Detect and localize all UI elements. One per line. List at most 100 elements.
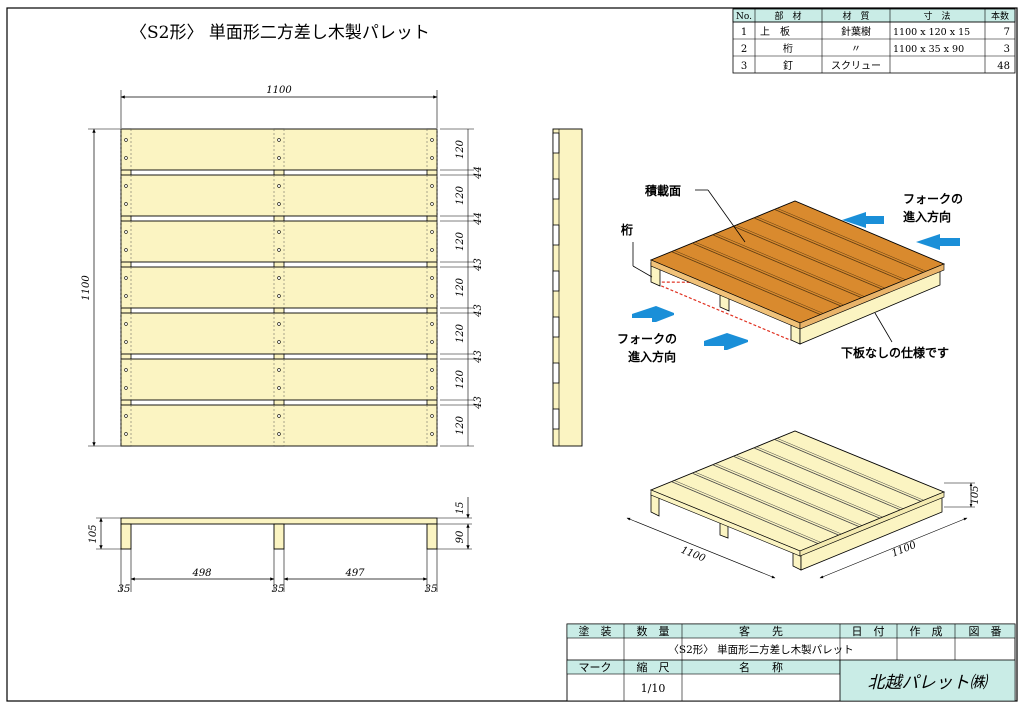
nail-mark: [124, 138, 128, 142]
nail-mark: [124, 368, 128, 372]
iso-board-edge: [674, 480, 824, 544]
plan-right-dim-label: 120: [455, 323, 466, 343]
nail-mark: [124, 294, 128, 298]
iso-board-edge: [756, 446, 906, 511]
plan-right-dim-label: 43: [473, 304, 484, 318]
front-top-board: [120, 517, 438, 525]
nail-mark: [277, 386, 281, 390]
plan-height-dim: 1100: [81, 275, 92, 301]
parts-header-size: 寸 法: [923, 10, 950, 22]
plan-right-dim-label: 44: [473, 212, 484, 226]
plan-width-dim: 1100: [266, 85, 292, 96]
parts-header-count: 本数: [991, 10, 1009, 22]
nail-mark: [430, 386, 434, 390]
iso-board-edge: [774, 209, 924, 273]
nail-mark: [277, 156, 281, 160]
iso-board-edge: [691, 242, 842, 307]
nail-mark: [430, 276, 434, 280]
iso-board-edge: [733, 455, 883, 520]
iso-board-edge: [695, 471, 845, 536]
iso-board-edge: [715, 463, 865, 527]
iso-board-edge: [733, 225, 883, 290]
side-board-end: [552, 316, 560, 338]
nail-mark: [430, 322, 434, 326]
tb-name: 名 称: [739, 660, 783, 674]
iso-board-edge: [674, 250, 824, 314]
nail-mark: [277, 202, 281, 206]
iso-board-edge: [756, 216, 906, 281]
nail-mark: [430, 248, 434, 252]
parts-cell: 針葉樹: [841, 25, 871, 38]
front-stringer-width-dim: 35: [425, 584, 438, 595]
tb-qty: 数 量: [637, 625, 670, 638]
parts-header-part: 部 材: [774, 10, 801, 22]
front-board-dim: 15: [455, 502, 466, 515]
plan-right-dim-label: 44: [473, 166, 484, 180]
title-block: 塗 装 数 量 客 先 日 付 作 成 図 番 〈S2形〉 単面形二方差し木製パ…: [566, 623, 1016, 702]
plan-view: 1100 1100 120441204412043120431204312043…: [81, 85, 484, 447]
nail-mark: [430, 138, 434, 142]
tb-mark: マーク: [579, 661, 612, 674]
nail-mark: [430, 294, 434, 298]
side-board-end: [552, 132, 560, 154]
tb-scale-value: 1/10: [641, 682, 666, 695]
iso-board-edge: [736, 225, 886, 289]
front-stringer: [120, 523, 132, 550]
parts-cell: 釘: [783, 59, 793, 72]
nail-mark: [277, 230, 281, 234]
iso-board-edge: [777, 208, 927, 272]
tb-scale: 縮 尺: [637, 660, 670, 674]
side-board-end: [552, 178, 560, 200]
no-bottom-note: 下板なしの仕様です: [841, 345, 949, 360]
parts-cell: 3: [1004, 44, 1010, 55]
plan-deck-board: [120, 266, 438, 309]
side-board-end: [552, 270, 560, 292]
nail-mark: [124, 230, 128, 234]
side-view: [552, 128, 583, 447]
front-span-dim: 498: [191, 568, 211, 579]
plan-deck-board: [120, 358, 438, 401]
plan-right-dim-label: 120: [455, 415, 466, 435]
nail-mark: [277, 322, 281, 326]
front-stringer: [426, 523, 438, 550]
fork-label-left: フォークの: [617, 332, 677, 346]
iso-board-edge: [671, 481, 821, 545]
nail-mark: [124, 156, 128, 160]
fork-label-right: フォークの: [903, 192, 963, 206]
nail-mark: [277, 138, 281, 142]
iso-board-edge: [695, 241, 845, 306]
plan-right-dim-label: 43: [473, 258, 484, 272]
stringer-label: 桁: [621, 222, 633, 237]
plan-right-dim-label: 120: [455, 231, 466, 251]
tb-drawing-no: 図 番: [969, 625, 1002, 638]
nail-mark: [277, 414, 281, 418]
iso-board-edge: [753, 447, 904, 512]
plan-deck-board: [120, 312, 438, 355]
front-stringer: [273, 523, 285, 550]
nail-mark: [124, 276, 128, 280]
nail-mark: [124, 386, 128, 390]
parts-table: No. 部 材 材 質 寸 法 本数 1 上 板 針葉樹 1100 x 120 …: [732, 8, 1016, 74]
plan-right-dim-label: 120: [455, 277, 466, 297]
parts-cell: 1: [741, 27, 747, 38]
iso-board-edge: [777, 438, 927, 502]
nail-mark: [430, 202, 434, 206]
fork-label-left: 進入方向: [628, 349, 676, 364]
company-name: 北越パレット㈱: [868, 673, 989, 693]
front-stringer-dim: 90: [455, 530, 466, 543]
nail-mark: [124, 322, 128, 326]
iso-board-edge: [671, 251, 821, 315]
parts-header-material: 材 質: [842, 10, 869, 22]
company-cell: [839, 659, 1016, 702]
nail-mark: [430, 414, 434, 418]
nail-mark: [277, 184, 281, 188]
iso-board-edge: [753, 217, 904, 282]
parts-cell: 上 板: [760, 25, 790, 38]
iso-board-edge: [774, 439, 924, 503]
tb-client: 客 先: [739, 624, 783, 638]
nail-mark: [124, 414, 128, 418]
parts-cell: 1100 x 120 x 15: [893, 27, 970, 38]
parts-cell: スクリュー: [831, 60, 881, 72]
